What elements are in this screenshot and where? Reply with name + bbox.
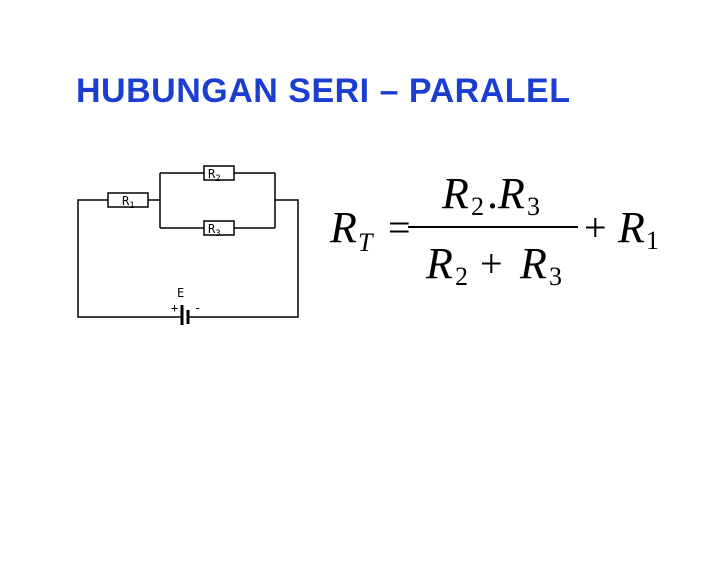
formula-lhs-var: R	[330, 203, 357, 252]
numerator-r2-var: R	[442, 169, 469, 218]
formula-equals: =	[388, 205, 411, 250]
wire-right-loop	[194, 199, 299, 318]
wire-left-loop	[77, 199, 174, 318]
resistor-r1-label: R1	[122, 194, 135, 211]
denominator-r3-var: R	[520, 239, 547, 288]
battery-minus: -	[194, 301, 201, 315]
numerator-r3-sub: 3	[527, 192, 540, 221]
resistor-r2-label: R2	[208, 167, 221, 184]
formula-tail-var: R	[618, 203, 645, 252]
resistor-r3-label: R3	[208, 222, 221, 239]
circuit-diagram: R1 R2 R3 E + -	[77, 165, 299, 325]
denominator-r3-sub: 3	[549, 262, 562, 291]
resistor-r3: R3	[203, 220, 235, 239]
numerator-dot: .	[487, 169, 498, 218]
battery-plus: +	[171, 301, 178, 315]
formula-lhs-sub: T	[358, 228, 373, 257]
slide-title: HUBUNGAN SERI – PARALEL	[76, 72, 571, 110]
resistor-r1: R1	[107, 192, 149, 211]
resistor-r2: R2	[203, 165, 235, 184]
formula-tail-sub: 1	[646, 226, 659, 255]
denominator-r2-var: R	[426, 239, 453, 288]
numerator-r2-sub: 2	[471, 192, 484, 221]
battery-label: E	[177, 286, 184, 300]
denominator-r2-sub: 2	[455, 262, 468, 291]
numerator-r3-var: R	[498, 169, 525, 218]
battery: E + -	[171, 286, 201, 325]
formula-tail-plus: +	[584, 205, 607, 250]
circuit-wires	[77, 172, 299, 318]
total-resistance-formula: R T = R 2 . R 3 R 2 + R 3 + R 1	[330, 170, 670, 300]
fraction-bar	[408, 226, 578, 228]
denominator-plus: +	[480, 241, 503, 286]
